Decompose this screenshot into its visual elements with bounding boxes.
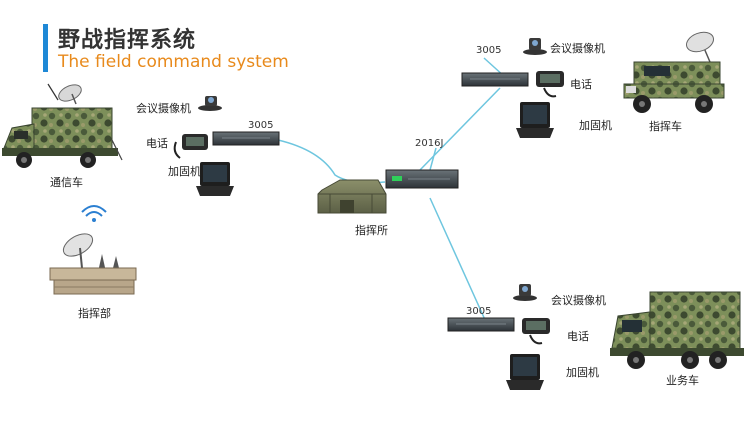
bottom-right-camera-label: 会议摄像机 bbox=[551, 294, 606, 307]
command-dept-label: 指挥部 bbox=[78, 307, 111, 320]
bottom-right-phone-label: 电话 bbox=[567, 330, 589, 343]
service-vehicle-icon bbox=[610, 291, 744, 369]
left-camera-icon bbox=[198, 96, 222, 111]
bottom-right-phone-icon bbox=[522, 318, 550, 345]
comm-vehicle-icon bbox=[2, 83, 123, 168]
top-right-laptop-label: 加固机 bbox=[579, 119, 612, 132]
network-links bbox=[277, 57, 506, 323]
command-post-icon bbox=[317, 179, 387, 214]
command-vehicle-icon bbox=[623, 31, 725, 113]
left-phone-icon bbox=[173, 134, 208, 159]
command-post-label: 指挥所 bbox=[355, 224, 388, 237]
left-device-model: 3005 bbox=[248, 120, 274, 131]
left-camera-label: 会议摄像机 bbox=[136, 102, 191, 115]
link-central-to-top-right bbox=[419, 87, 501, 171]
top-right-device-icon bbox=[461, 72, 529, 87]
top-right-laptop-icon bbox=[516, 102, 554, 138]
top-right-phone-icon bbox=[536, 71, 564, 98]
left-laptop-label: 加固机 bbox=[168, 165, 201, 178]
left-laptop-icon bbox=[196, 162, 234, 196]
bottom-right-laptop-icon bbox=[506, 354, 544, 390]
top-right-camera-icon bbox=[523, 38, 547, 55]
wifi-signal-icon bbox=[85, 211, 103, 217]
page-subtitle: The field command system bbox=[58, 52, 289, 72]
bottom-right-device-icon bbox=[447, 317, 515, 332]
bottom-right-laptop-label: 加固机 bbox=[566, 366, 599, 379]
top-right-camera-label: 会议摄像机 bbox=[550, 42, 605, 55]
link-antenna-central bbox=[429, 147, 437, 171]
left-phone-label: 电话 bbox=[146, 137, 168, 150]
top-right-phone-label: 电话 bbox=[570, 78, 592, 91]
command-dept-icon bbox=[49, 205, 137, 295]
left-device-icon bbox=[212, 131, 280, 146]
central-device-model: 2016J bbox=[415, 138, 444, 149]
title-accent-bar bbox=[43, 24, 48, 72]
bottom-right-device-model: 3005 bbox=[466, 306, 492, 317]
service-vehicle-label: 业务车 bbox=[666, 374, 699, 387]
link-central-to-bottom-right bbox=[429, 197, 487, 323]
comm-vehicle-label: 通信车 bbox=[50, 176, 83, 189]
link-left-to-central bbox=[277, 139, 386, 184]
top-right-device-model: 3005 bbox=[476, 45, 502, 56]
command-vehicle-label: 指挥车 bbox=[649, 120, 682, 133]
central-device-icon bbox=[385, 169, 459, 189]
bottom-right-camera-icon bbox=[513, 284, 537, 301]
page-title: 野战指挥系统 bbox=[58, 28, 197, 53]
